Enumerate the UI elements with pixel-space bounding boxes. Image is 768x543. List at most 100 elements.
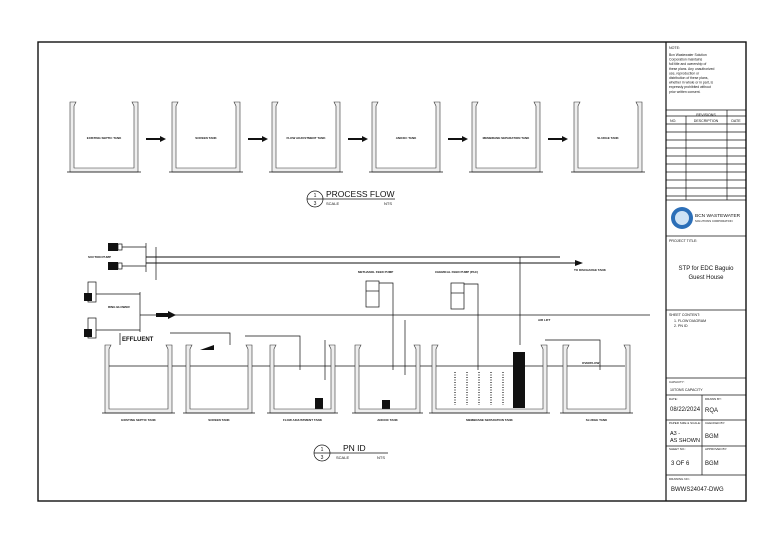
process-flow-tank: SCREEN TANK xyxy=(169,101,243,173)
drawn-by-label: DRAWN BY: xyxy=(705,397,722,401)
pnid-tank: EXISTING SEPTIC TANK xyxy=(102,344,175,422)
flow-arrow-icon xyxy=(248,136,268,142)
methanol-feed-pump-icon xyxy=(365,280,380,308)
pnid-diagram: SUCTION PUMP TO DISCHARGE TANK RING BLOW… xyxy=(84,243,650,422)
project-title-line2: Guest House xyxy=(688,275,724,281)
process-flow-tank: MEMBRANE SEPARATION TANK xyxy=(469,101,543,173)
pnid-tank: SLUDGE TANK xyxy=(560,344,633,422)
flow-arrow-icon xyxy=(448,136,468,142)
drawing-no-label: DRAWING NO.: xyxy=(669,477,691,481)
capacity-label: CAPACITY: xyxy=(669,380,685,384)
process-flow-tank: EXISTING SEPTIC TANK xyxy=(67,101,141,173)
project-title: STP for EDC Baguio xyxy=(679,266,735,272)
callout-title: PN ID xyxy=(343,443,366,453)
note-line: full title and ownership of xyxy=(669,62,706,66)
sheet-content-item: 2. PN ID xyxy=(674,324,688,328)
flow-adjustment-pump-icon xyxy=(315,398,323,410)
capacity-value: 10TONS CAPACITY xyxy=(670,388,703,392)
effluent-label: EFFLUENT xyxy=(122,337,154,343)
pnid-tank: FLOW ADJUSTMENT TANK xyxy=(267,344,338,422)
process-flow-tank: SLUDGE TANK xyxy=(571,101,645,173)
discharge-label: TO DISCHARGE TANK xyxy=(574,268,607,272)
paper-size-label: PAPER SIZE & SCALE: xyxy=(669,421,701,425)
note-line: Bcn Wastewater Solution xyxy=(669,53,707,57)
note-line: whether in whole or in part, is xyxy=(669,81,713,85)
callout-sheet: 3 xyxy=(321,455,324,461)
scale-label: SCALE xyxy=(326,201,339,206)
flow-arrow-icon xyxy=(146,136,166,142)
sheet-no-value: 3 OF 6 xyxy=(671,461,690,467)
drawing-no-value: BWWS24047-DWG xyxy=(671,487,724,493)
revisions-no-header: NO. xyxy=(670,119,676,123)
note-line: Corporation maintains xyxy=(669,58,702,62)
note-label: NOTE: xyxy=(669,46,680,50)
paper-size-value: A3 - xyxy=(670,431,680,437)
tank-label: ANOXIC TANK xyxy=(396,136,417,140)
callout-number: 1 xyxy=(321,447,324,453)
project-title-label: PROJECT TITLE: xyxy=(669,239,697,243)
overflow-label: OVERFLOW xyxy=(582,361,600,365)
revisions-title: REVISIONS xyxy=(696,113,716,117)
note-line: expressly prohibited without xyxy=(669,85,711,89)
note-line: distribution of these plans, xyxy=(669,76,708,80)
drawn-by-value: RQA xyxy=(705,408,718,414)
flow-arrow-icon xyxy=(348,136,368,142)
sheet-content-label: SHEET CONTENT: xyxy=(669,313,700,317)
note-line: these plans. Any unauthorized xyxy=(669,67,715,71)
chemical-label: CHEMICAL FEED PUMP (PAC) xyxy=(435,270,478,274)
tank-label: MEMBRANE SEPARATION TANK xyxy=(466,418,513,422)
ring-blower-icon xyxy=(84,281,141,339)
sheet-no-label: SHEET NO.: xyxy=(669,447,686,451)
scale-value: NTS xyxy=(377,455,385,460)
checked-by-value: BGM xyxy=(705,434,719,440)
tank-label: SLUDGE TANK xyxy=(597,136,619,140)
tank-label: EXISTING SEPTIC TANK xyxy=(121,418,156,422)
date-value: 08/22/2024 xyxy=(670,407,701,413)
company-logo: BCN WASTEWATER SOLUTIONS CORPORATION xyxy=(671,207,741,229)
methanol-label: METHANOL FEED PUMP xyxy=(358,270,393,274)
suction-pump-icon xyxy=(108,243,157,280)
pnid-tank: SCREEN TANK xyxy=(183,344,255,422)
sheet-content-item: 1. FLOW DIAGRAM xyxy=(674,319,706,323)
scale-value: AS SHOWN xyxy=(670,438,700,444)
date-label: DATE: xyxy=(669,397,678,401)
approved-by-label: APPROVED BY: xyxy=(705,447,727,451)
tank-label: SCREEN TANK xyxy=(195,136,217,140)
tank-label: SLUDGE TANK xyxy=(586,418,608,422)
pnid-tank: MEMBRANE SEPARATION TANK xyxy=(429,344,550,422)
process-flow-tank: FLOW ADJUSTMENT TANK xyxy=(269,101,343,173)
revisions-description-header: DESCRIPTION xyxy=(694,119,719,123)
company-sub: SOLUTIONS CORPORATION xyxy=(695,219,733,223)
callout-title: PROCESS FLOW xyxy=(326,189,394,199)
chemical-feed-pump-icon xyxy=(450,282,465,310)
tank-label: EXISTING SEPTIC TANK xyxy=(87,136,122,140)
checked-by-label: CHECKED BY: xyxy=(705,421,725,425)
process-flow-diagram: EXISTING SEPTIC TANK SCREEN TANK FLOW ADJU… xyxy=(67,101,645,173)
suction-pump-label: SUCTION PUMP xyxy=(88,255,111,259)
pnid-callout: 1 3 PN ID SCALE NTS xyxy=(313,443,388,462)
tank-label: FLOW ADJUSTMENT TANK xyxy=(287,136,327,140)
note-line: prior written consent. xyxy=(669,90,701,94)
company-name: BCN WASTEWATER xyxy=(695,213,741,219)
tank-label: ANOXIC TANK xyxy=(377,418,398,422)
tank-label: MEMBRANE SEPARATION TANK xyxy=(483,136,530,140)
approved-by-value: BGM xyxy=(705,461,719,467)
air-lift-label: AIR LIFT xyxy=(538,318,550,322)
anoxic-pump-icon xyxy=(382,400,390,410)
process-flow-tank: ANOXIC TANK xyxy=(369,101,443,173)
callout-sheet: 3 xyxy=(314,201,317,207)
tank-label: SCREEN TANK xyxy=(208,418,230,422)
pnid-tank: ANOXIC TANK xyxy=(352,344,423,422)
scale-label: SCALE xyxy=(336,455,349,460)
flow-arrow-icon xyxy=(548,136,568,142)
scale-value: NTS xyxy=(384,201,392,206)
callout-number: 1 xyxy=(314,193,317,199)
revisions-date-header: DATE xyxy=(731,119,741,123)
process-flow-callout: 1 3 PROCESS FLOW SCALE NTS xyxy=(306,189,395,208)
ring-blower-label: RING BLOWER xyxy=(108,305,130,309)
tank-label: FLOW ADJUSTMENT TANK xyxy=(283,418,323,422)
membrane-module-icon xyxy=(513,352,525,408)
title-block xyxy=(666,109,746,476)
